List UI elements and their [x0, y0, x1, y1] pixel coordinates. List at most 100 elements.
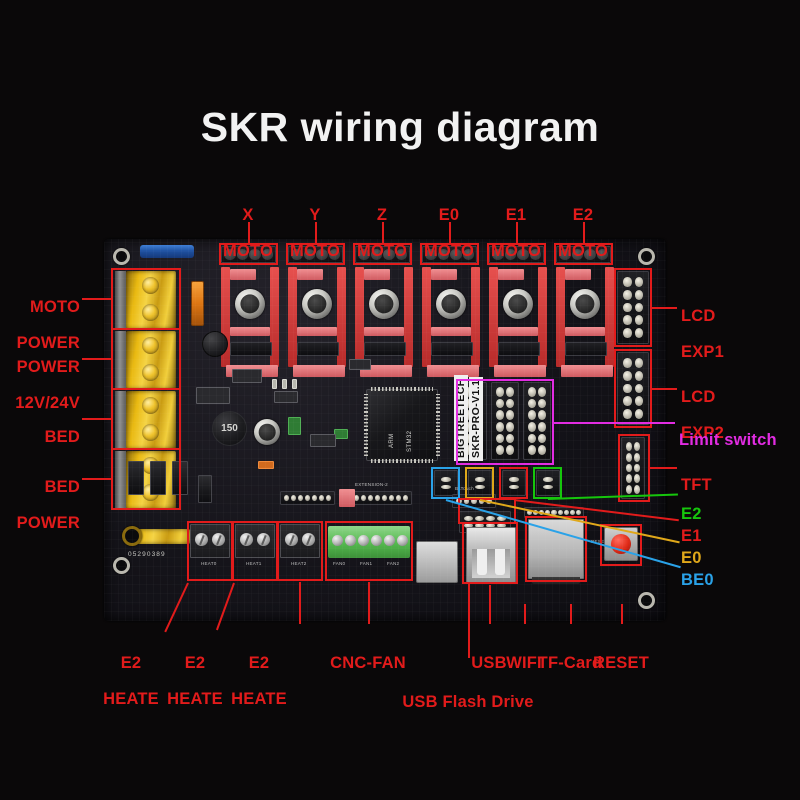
- driver-socket-z[interactable]: [364, 342, 406, 356]
- label-e1-moto-line1: E1: [505, 206, 527, 224]
- leader-power-12v24v: [82, 358, 112, 360]
- jumper-header-e0[interactable]: [431, 269, 457, 280]
- label-e2-heate-2-line1: E2: [184, 654, 206, 672]
- driver-socket-x[interactable]: [230, 342, 272, 356]
- label-x-moto-line1: X: [242, 206, 254, 224]
- driver-capacitor-z: [369, 289, 399, 319]
- lcd-exp2-header[interactable]: [617, 352, 649, 425]
- driver-rail-z-left: [355, 267, 364, 367]
- leader-moto-power: [82, 298, 112, 300]
- driver-rail-y-left: [288, 267, 297, 367]
- leader-bed-power: [82, 478, 112, 480]
- extension-header-1[interactable]: [350, 491, 412, 505]
- driver-rail-e2-right: [605, 267, 614, 367]
- endstop-header-e0[interactable]: [427, 365, 479, 377]
- driver-socket-y[interactable]: [297, 342, 339, 356]
- motor-connector-y[interactable]: [288, 246, 343, 263]
- microstep-jumpers-z[interactable]: [364, 327, 404, 336]
- endstop-header-z[interactable]: [360, 365, 412, 377]
- microstep-jumpers-e2[interactable]: [565, 327, 605, 336]
- label-e0-fan: E0: [681, 531, 761, 567]
- label-lcd-exp2-line1: LCD: [681, 388, 716, 406]
- label-e2-heate-2: E2 HEATE: [155, 636, 235, 708]
- label-usb: USB: [449, 636, 529, 672]
- ic-soic-3: [274, 391, 298, 403]
- limit-switch-col-2[interactable]: [491, 382, 519, 460]
- fan-header-e0[interactable]: [468, 470, 492, 496]
- driver-socket-e1[interactable]: [498, 342, 540, 356]
- heater-terminal-e1[interactable]: [235, 524, 275, 558]
- label-wifi: WIFI: [484, 636, 564, 672]
- label-e2-heate-1: E2 HEATE: [91, 636, 171, 708]
- leader-usb-flash: [468, 584, 470, 658]
- smd-res-3: [292, 379, 297, 389]
- label-bed-power: BED POWER: [0, 460, 80, 532]
- heater-terminal-e2[interactable]: [280, 524, 320, 558]
- microstep-jumpers-y[interactable]: [297, 327, 337, 336]
- microstep-jumpers-e1[interactable]: [498, 327, 538, 336]
- motor-connector-e2[interactable]: [556, 246, 611, 263]
- fan-header-e2[interactable]: [536, 470, 560, 496]
- heater-terminal-e0[interactable]: [190, 524, 230, 558]
- extension-jumper[interactable]: [339, 489, 355, 507]
- tft-header[interactable]: [621, 437, 645, 499]
- microstep-jumpers-e0[interactable]: [431, 327, 471, 336]
- highlight-z-moto: [353, 243, 412, 265]
- endstop-header-e2[interactable]: [561, 365, 613, 377]
- motor-connector-e0[interactable]: [422, 246, 477, 263]
- label-tf-card-text: TF-Card: [537, 654, 603, 672]
- page-title: SKR wiring diagram: [200, 104, 600, 150]
- label-be0-fan-text: BE0: [681, 571, 714, 589]
- driver-rail-x-left: [221, 267, 230, 367]
- driver-capacitor-e2: [570, 289, 600, 319]
- mosfet-4: [198, 475, 212, 503]
- highlight-x-moto: [219, 243, 278, 265]
- leader-lcd-exp1: [651, 307, 677, 309]
- label-e2-moto-line2: MOTO: [558, 242, 608, 260]
- driver-socket-e0[interactable]: [431, 342, 473, 356]
- driver-socket-e2[interactable]: [565, 342, 607, 356]
- jumper-header-z[interactable]: [364, 269, 390, 280]
- silk-heat1: HEAT1: [246, 561, 262, 566]
- driver-rail-x-right: [270, 267, 279, 367]
- jumper-header-e2[interactable]: [565, 269, 591, 280]
- leader-e2-heate-3: [299, 582, 301, 624]
- motor-connector-e1[interactable]: [489, 246, 544, 263]
- jumper-header-e1[interactable]: [498, 269, 524, 280]
- leader-reset: [621, 604, 623, 624]
- lcd-exp1-header[interactable]: [617, 271, 649, 344]
- silk-heat2: HEAT2: [291, 561, 307, 566]
- smd-res-2: [282, 379, 287, 389]
- leader-limit-switch: [553, 422, 675, 424]
- motor-connector-z[interactable]: [355, 246, 410, 263]
- ground-hole: [122, 526, 142, 546]
- usb-b-port[interactable]: [416, 541, 458, 583]
- highlight-tft: [618, 434, 650, 502]
- fan-header-e1[interactable]: [502, 470, 526, 496]
- motor-connector-x[interactable]: [221, 246, 276, 263]
- mounting-hole-top-left: [113, 248, 130, 265]
- microstep-jumpers-x[interactable]: [230, 327, 270, 336]
- jumper-header-x[interactable]: [230, 269, 256, 280]
- label-e2-heate-3-line2: HEATE: [231, 690, 287, 708]
- power-inductor: 150: [212, 411, 247, 446]
- leader-wifi: [524, 604, 526, 624]
- driver-capacitor-x: [235, 289, 265, 319]
- label-lcd-exp2-line2: EXP2: [681, 424, 724, 442]
- cnc-fan-terminal[interactable]: [328, 526, 410, 558]
- fan-header-be0[interactable]: [434, 470, 458, 496]
- highlight-heater-e0: [187, 521, 233, 581]
- limit-switch-col-3[interactable]: [523, 382, 551, 460]
- jumper-header-y[interactable]: [297, 269, 323, 280]
- driver-rail-e1-left: [489, 267, 498, 367]
- label-usb-text: USB: [471, 654, 507, 672]
- ic-soic-4: [310, 434, 336, 447]
- highlight-usb: [462, 522, 518, 584]
- extension-header-2[interactable]: [280, 491, 335, 505]
- endstop-header-y[interactable]: [293, 365, 345, 377]
- endstop-header-e1[interactable]: [494, 365, 546, 377]
- label-y-moto-line2: MOTO: [290, 242, 340, 260]
- driver-rail-e2-left: [556, 267, 565, 367]
- label-e2-heate-2-line2: HEATE: [167, 690, 223, 708]
